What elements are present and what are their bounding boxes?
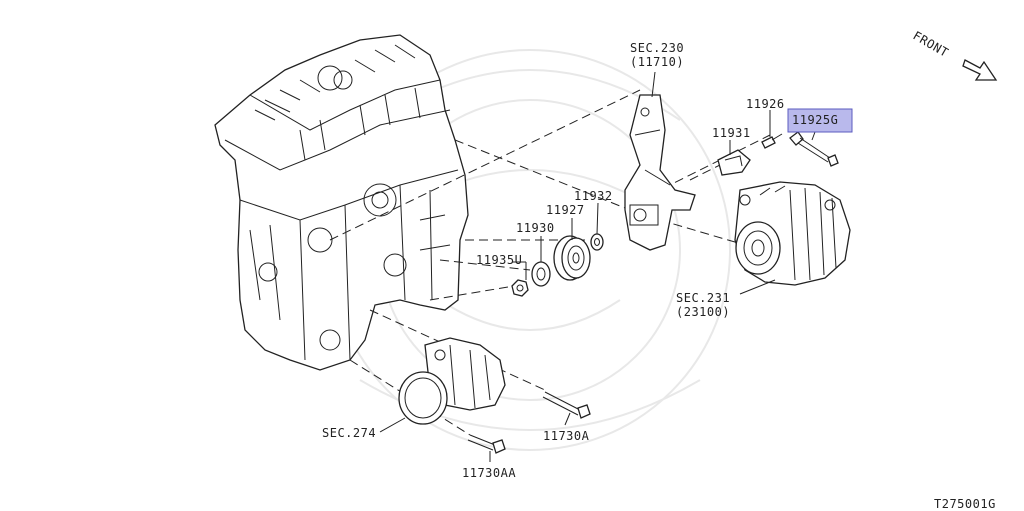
part-labels: SEC.230 (11710) 11926 11925G 11931 11932… — [322, 41, 996, 511]
diagram-id: T275001G — [934, 497, 996, 511]
bolt-11925g — [789, 131, 839, 167]
label-11730aa[interactable]: 11730AA — [462, 466, 516, 480]
label-11931[interactable]: 11931 — [712, 126, 751, 140]
front-arrow-icon — [962, 59, 998, 81]
idler-pulley-11927 — [553, 235, 591, 281]
front-label: FRONT — [911, 28, 951, 59]
bolt-11926 — [761, 133, 783, 149]
label-11926[interactable]: 11926 — [746, 97, 785, 111]
label-sec230: SEC.230 — [630, 41, 684, 55]
washer-11930 — [531, 261, 551, 287]
label-sec231: SEC.231 — [676, 291, 730, 305]
washer-11932 — [590, 233, 604, 251]
label-11730a[interactable]: 11730A — [543, 429, 590, 443]
label-11930[interactable]: 11930 — [516, 221, 555, 235]
highlight-11925g — [787, 108, 853, 133]
label-11927[interactable]: 11927 — [546, 203, 585, 217]
label-sec274: SEC.274 — [322, 426, 376, 440]
bracket-plate-11931 — [717, 149, 751, 176]
alternator — [734, 181, 851, 286]
label-11925g[interactable]: 11925G — [792, 113, 838, 127]
bolt-11730a — [542, 391, 591, 419]
label-sec230-code: (11710) — [630, 55, 684, 69]
callout-leaders — [379, 71, 816, 462]
alternator-bracket — [624, 94, 696, 251]
label-sec231-code: (23100) — [676, 305, 730, 319]
label-11935u[interactable]: 11935U — [476, 253, 522, 267]
power-steering-pump — [398, 337, 506, 425]
nut-11935u — [511, 279, 529, 297]
engine-block — [214, 34, 469, 371]
front-direction-indicator: FRONT — [911, 28, 998, 81]
label-11932[interactable]: 11932 — [574, 189, 613, 203]
bolt-11730aa — [467, 434, 506, 454]
